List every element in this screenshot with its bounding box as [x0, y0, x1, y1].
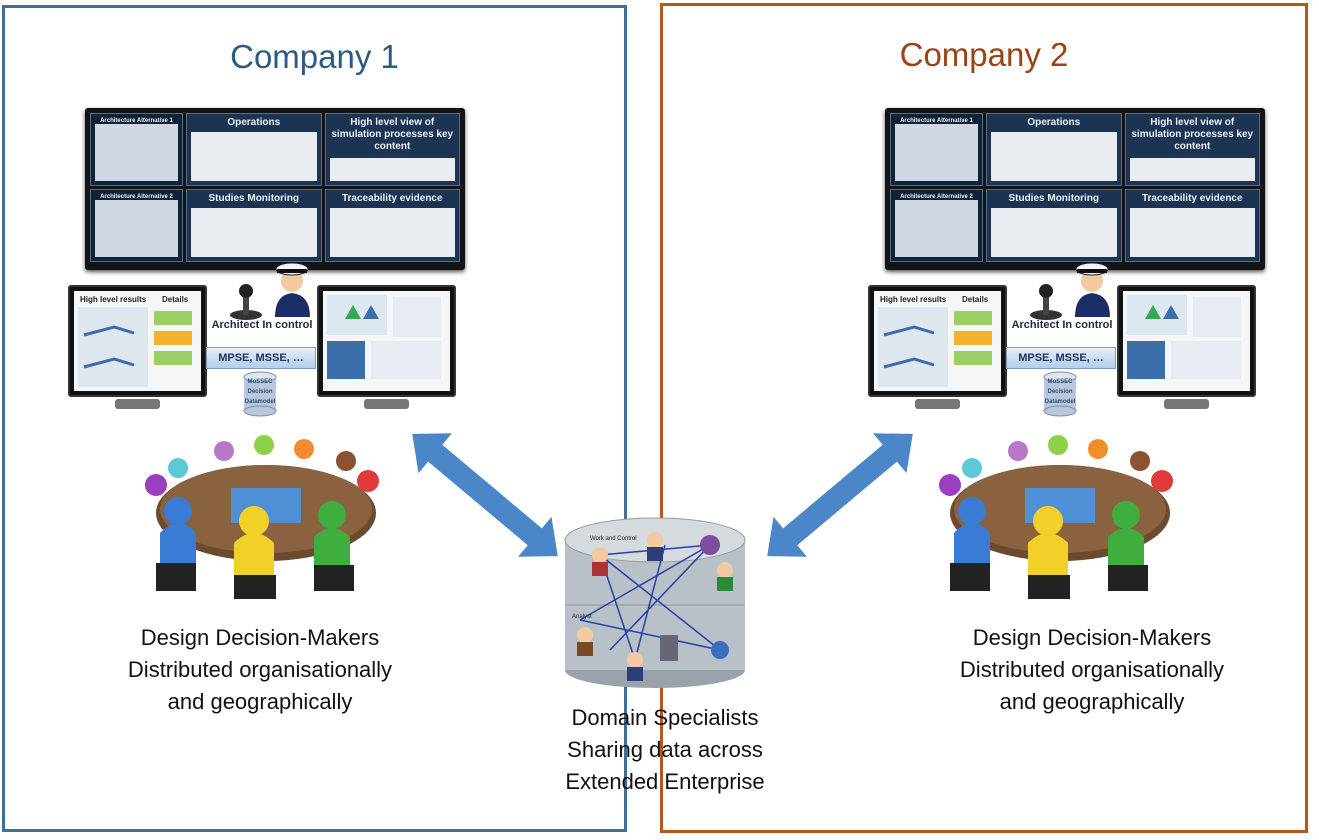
caption-decision-makers-company-2: Design Decision-Makers Distributed organ…	[959, 625, 1225, 714]
hub-label-top: Work and Control	[590, 536, 637, 542]
caption-decision-makers-company-1: Design Decision-Makers Distributed organ…	[127, 625, 393, 714]
traceability-panel: Traceability evidence	[1124, 189, 1260, 262]
studies-monitoring-panel: Studies Monitoring	[186, 189, 322, 262]
video-wall: Architecture Alternative 1 Operations Hi…	[85, 108, 465, 270]
control-room-company-2: Architecture Alternative 1 Operations Hi…	[860, 105, 1280, 425]
mpse-label: MPSE, MSSE, …	[206, 347, 316, 369]
company-2-title: Company 2	[899, 36, 1069, 73]
officer-icon	[1075, 262, 1110, 317]
architect-label: Architect In control	[211, 319, 313, 331]
dashboard-monitor	[317, 285, 456, 409]
database-icon: MoSSEC Decision Datamodel	[1042, 371, 1078, 417]
high-level-view-panel: High level view of simulation processes …	[1124, 113, 1260, 186]
mpse-label: MPSE, MSSE, …	[1006, 347, 1116, 369]
arch-alternative-panel: Architecture Alternative 1	[890, 113, 983, 186]
meeting-table-company-2	[939, 435, 1173, 599]
arch-alternative-panel: Architecture Alternative 1	[90, 113, 183, 186]
hub-label-bottom: Analyst	[572, 614, 592, 620]
traceability-panel: Traceability evidence	[324, 189, 460, 262]
company-1-title: Company 1	[230, 38, 399, 75]
video-wall: Architecture Alternative 1 Operations Hi…	[885, 108, 1265, 270]
company-1-frame: Company 1	[2, 5, 627, 832]
arch-alternative-panel: Architecture Alternative 2	[890, 189, 983, 262]
database-icon: MoSSEC Decision Datamodel	[242, 371, 278, 417]
joystick-icon	[1030, 284, 1062, 320]
control-room-company-1: Architecture Alternative 1 Operations Hi…	[60, 105, 480, 425]
results-monitor: High level results Details	[68, 285, 207, 409]
double-arrow-right	[767, 433, 913, 557]
arch-alternative-panel: Architecture Alternative 2	[90, 189, 183, 262]
results-monitor: High level results Details	[868, 285, 1007, 409]
high-level-view-panel: High level view of simulation processes …	[324, 113, 460, 186]
studies-monitoring-panel: Studies Monitoring	[986, 189, 1122, 262]
double-arrow-left	[412, 433, 558, 557]
dashboard-monitor	[1117, 285, 1256, 409]
operations-panel: Operations	[186, 113, 322, 186]
operations-panel: Operations	[986, 113, 1122, 186]
caption-domain-specialists: Domain Specialists Sharing data across E…	[565, 705, 765, 794]
meeting-table-company-1	[145, 435, 379, 599]
officer-icon	[275, 262, 310, 317]
company-2-frame: Company 2	[660, 3, 1308, 833]
shared-data-hub: Work and Control Analyst	[540, 510, 770, 695]
joystick-icon	[230, 284, 262, 320]
architect-label: Architect In control	[1011, 319, 1113, 331]
